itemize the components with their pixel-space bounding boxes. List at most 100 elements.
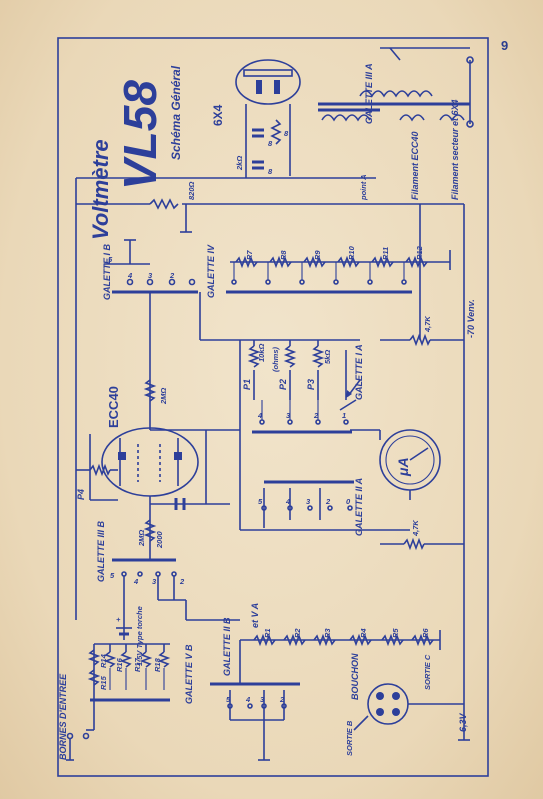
- r10-label: R10: [347, 245, 356, 260]
- title-subtitle: Schéma Général: [169, 65, 183, 160]
- battery: +: [116, 600, 132, 640]
- r15-label: R15: [99, 675, 108, 690]
- r9-label: R9: [313, 250, 322, 260]
- galette-3b: 5 4 3 2: [110, 558, 186, 601]
- g3b-pos-2: 2: [179, 577, 185, 586]
- v63-label: 6,3V: [458, 712, 468, 732]
- g1a-pos-4: 4: [257, 411, 263, 420]
- g3b-pos-3: 3: [152, 577, 157, 586]
- bouchon-label: BOUCHON: [350, 653, 360, 700]
- p3-value: 5kΩ: [323, 350, 332, 364]
- galette-5b-resistors: [87, 643, 171, 730]
- galette-1b: 5 4 3 2: [104, 239, 198, 430]
- r3-label: R3: [323, 628, 332, 638]
- rectifier-tube-label: 6X4: [211, 104, 225, 126]
- galette-2b-label: GALETTE II B: [222, 617, 232, 676]
- g1b-pos-5: 5: [108, 255, 113, 264]
- cap-8c-label: 8: [284, 129, 289, 138]
- filament-6x4-label: Filament secteur et 6X4: [450, 99, 460, 200]
- sortie-b-label: SORTIE B: [345, 720, 354, 756]
- g1a-pos-3: 3: [286, 411, 291, 420]
- schematic-frame: [57, 37, 489, 777]
- g2b-pos-2: 2: [279, 695, 285, 704]
- p4-pot: [76, 434, 118, 501]
- r2-label: R2: [293, 628, 302, 638]
- g3b-pos-5: 5: [110, 571, 115, 580]
- galette-4-resistors: [226, 250, 451, 294]
- r18-label: R18: [153, 657, 162, 672]
- cap-8a-label: 8: [268, 139, 273, 148]
- transformer: [318, 47, 474, 128]
- title-name: Voltmètre: [88, 139, 113, 240]
- g2b-pos-4: 4: [245, 695, 251, 704]
- resistor-2k-label: 2kΩ: [235, 156, 244, 171]
- microammeter: [350, 429, 441, 500]
- resistor-2m-a-label: 2MΩ: [159, 388, 168, 405]
- r7-label: R7: [245, 250, 254, 260]
- resistor-2m-b-label: 2MΩ: [137, 530, 146, 547]
- resistor-4k7-b-label: 4,7K: [411, 520, 420, 537]
- g2a-pos-2: 2: [325, 497, 331, 506]
- galette-2b-resistors: 5 4 3 2: [210, 630, 441, 761]
- title-block: Voltmètre VL58 Schéma Général: [88, 65, 183, 240]
- p1-value: 10kΩ: [257, 343, 266, 362]
- resistor-2000-label: 2000: [155, 530, 164, 549]
- r1-label: R1: [263, 628, 272, 638]
- galette-3a-label: GALETTE III A: [364, 63, 374, 124]
- bornes-label: BORNES D'ENTREE: [58, 673, 68, 760]
- rectifier-tube: [235, 59, 301, 116]
- g1a-pos-2: 2: [313, 411, 319, 420]
- svg-text:+: +: [116, 615, 121, 624]
- resistor-820: [75, 177, 420, 470]
- r4-label: R4: [359, 628, 368, 638]
- resistor-4k7-a: [380, 333, 464, 347]
- r11-label: R11: [381, 247, 390, 260]
- resistor-4k7-b: [380, 537, 464, 551]
- g1b-pos-2: 2: [169, 271, 175, 280]
- amplifier-tube-label: ECC40: [106, 386, 121, 428]
- minus-70v-label: -70 Venv.: [466, 299, 476, 338]
- resistor-2m-b: [143, 429, 240, 560]
- g2b-pos-5: 5: [226, 695, 231, 704]
- p2-value: (ohms): [271, 347, 280, 373]
- r12-label: R12: [415, 245, 424, 260]
- galette-2a-label: GALETTE II A: [354, 478, 364, 536]
- g3b-pos-4: 4: [133, 577, 139, 586]
- g2a-pos-4: 4: [285, 497, 291, 506]
- battery-label: 1,5V Type torche: [135, 606, 144, 666]
- point-a-label: point A: [359, 174, 368, 201]
- filament-ecc40-label: Filament ECC40: [410, 131, 420, 200]
- p3-label: P3: [306, 379, 316, 390]
- resistor-2m-a: [143, 379, 157, 402]
- cap-8b-label: 8: [268, 167, 273, 176]
- r16-label: R16: [115, 657, 124, 672]
- r5-label: R5: [391, 628, 400, 638]
- galette-1a-label: GALETTE I A: [354, 344, 364, 400]
- galette-5a-label: et V A: [250, 603, 260, 628]
- g2a-pos-0: 0: [346, 497, 351, 506]
- page-number: 9: [501, 38, 509, 53]
- g2a-pos-5: 5: [258, 497, 263, 506]
- galette-3b-label: GALETTE III B: [96, 520, 106, 582]
- galette-5b-label: GALETTE V B: [184, 644, 194, 704]
- resistor-4k7-a-label: 4,7K: [423, 316, 432, 333]
- p2-label: P2: [278, 379, 288, 390]
- g1b-pos-3: 3: [148, 271, 153, 280]
- g1a-pos-1: 1: [342, 411, 346, 420]
- galette-1b-label: GALETTE I B: [102, 244, 112, 301]
- r8-label: R8: [279, 250, 288, 260]
- galette-2a: 5 4 3 2 0: [240, 480, 410, 531]
- potentiometers: 4 3 2 1: [239, 339, 360, 530]
- resistor-820-label: 820Ω: [187, 181, 196, 200]
- title-model: VL58: [114, 80, 166, 190]
- p1-label: P1: [242, 379, 252, 390]
- r6-label: R6: [421, 628, 430, 638]
- g1b-pos-4: 4: [127, 271, 133, 280]
- input-terminals: [66, 729, 94, 761]
- p4-label: P4: [76, 489, 86, 500]
- g2b-pos-3: 3: [260, 695, 265, 704]
- r17-label: R17: [133, 657, 142, 672]
- filter-section: [245, 116, 376, 179]
